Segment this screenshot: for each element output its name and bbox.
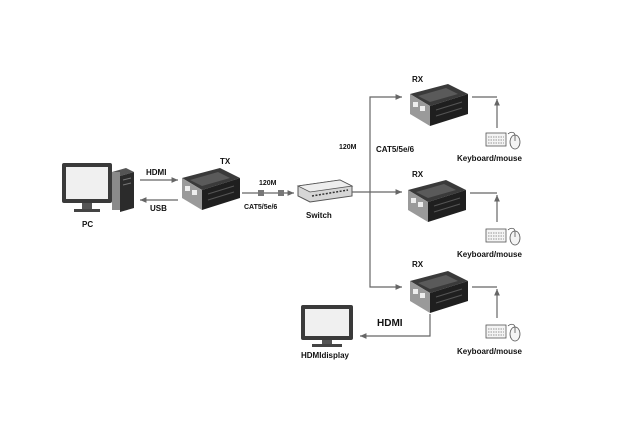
- kbm1-label: Keyboard/mouse: [457, 154, 522, 163]
- tx-length-label: 120M: [259, 180, 277, 187]
- rx3-label: RX: [412, 260, 424, 269]
- extender-rx-icon: [409, 83, 469, 127]
- kbm3-label: Keyboard/mouse: [457, 347, 522, 356]
- rx2-label: RX: [412, 170, 424, 179]
- mouse-icon: [507, 131, 521, 150]
- extender-rx-icon: [407, 179, 467, 223]
- hdmi-out-cable: [360, 314, 431, 339]
- rx-cable-label: CAT5/5e/6: [376, 145, 415, 154]
- connector-icon: [278, 190, 284, 196]
- rx1-label: RX: [412, 75, 424, 84]
- tx-label: TX: [220, 157, 231, 166]
- kbm2-label: Keyboard/mouse: [457, 250, 522, 259]
- mouse-icon: [507, 323, 521, 342]
- connector-icon: [258, 190, 264, 196]
- extender-rx-icon: [409, 270, 469, 314]
- switch-rx1-cable: [369, 94, 402, 192]
- keyboard-icon: [485, 324, 507, 339]
- hdmi-display-label: HDMIdisplay: [301, 351, 350, 360]
- rx-length-label: 120M: [339, 144, 357, 151]
- switch-icon: [296, 179, 354, 203]
- hdmi-label: HDMI: [146, 168, 166, 177]
- display-icon: [301, 305, 353, 347]
- tx-cable-label: CAT5/5e/6: [244, 204, 277, 211]
- usb-label: USB: [150, 204, 167, 213]
- switch-label: Switch: [306, 211, 332, 220]
- hdmi-out-label: HDMI: [377, 318, 403, 329]
- keyboard-icon: [485, 228, 507, 243]
- pc-tower-icon: [112, 168, 134, 212]
- pc-monitor-icon: [62, 163, 112, 212]
- mouse-icon: [507, 227, 521, 246]
- keyboard-icon: [485, 132, 507, 147]
- extender-tx-icon: [181, 167, 241, 211]
- switch-rx3-cable: [369, 192, 402, 290]
- pc-label: PC: [82, 220, 93, 229]
